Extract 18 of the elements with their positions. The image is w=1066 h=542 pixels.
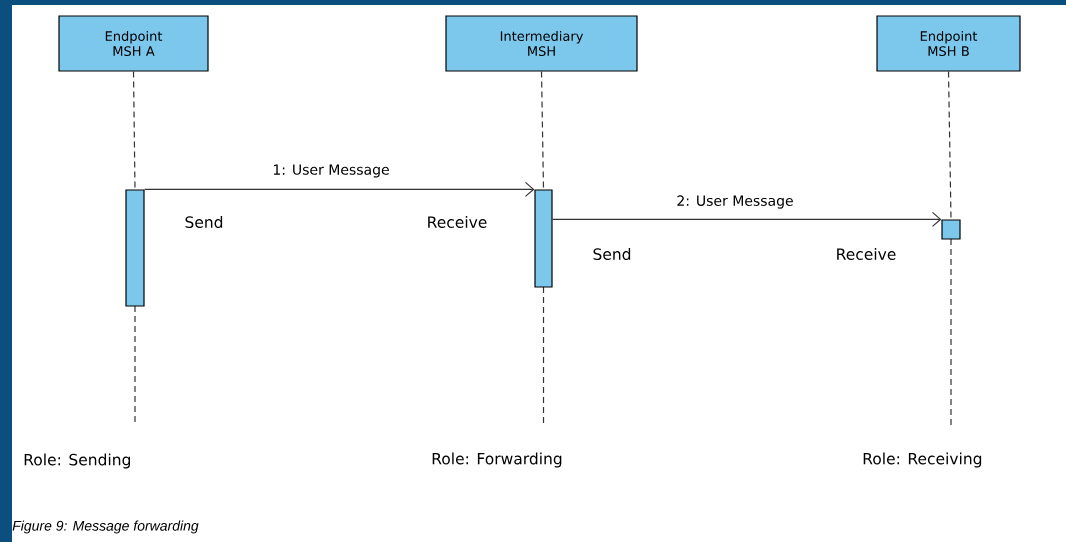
participant-box: Endpoint MSH B xyxy=(876,15,1021,72)
action-label: Send xyxy=(593,248,631,260)
activation-bar xyxy=(534,189,553,288)
participant-box: Intermediary MSH xyxy=(445,15,638,72)
lifeline xyxy=(540,71,545,190)
activation-bar xyxy=(941,219,961,240)
caption: Figure 9: Message forwarding xyxy=(12,520,199,534)
role-label: Role: Receiving xyxy=(863,452,982,468)
role-label: Role: Sending xyxy=(24,453,130,469)
edge-label: 1: User Message xyxy=(271,163,391,179)
message-arrow xyxy=(552,211,942,227)
activation-bar xyxy=(125,189,145,307)
lifeline xyxy=(132,71,136,190)
role-label: Role: Forwarding xyxy=(432,452,562,468)
participant-box: Endpoint MSH A xyxy=(58,15,209,72)
message-arrow xyxy=(144,181,535,197)
edge-label: 2: User Message xyxy=(675,194,795,210)
lifeline xyxy=(947,71,952,220)
